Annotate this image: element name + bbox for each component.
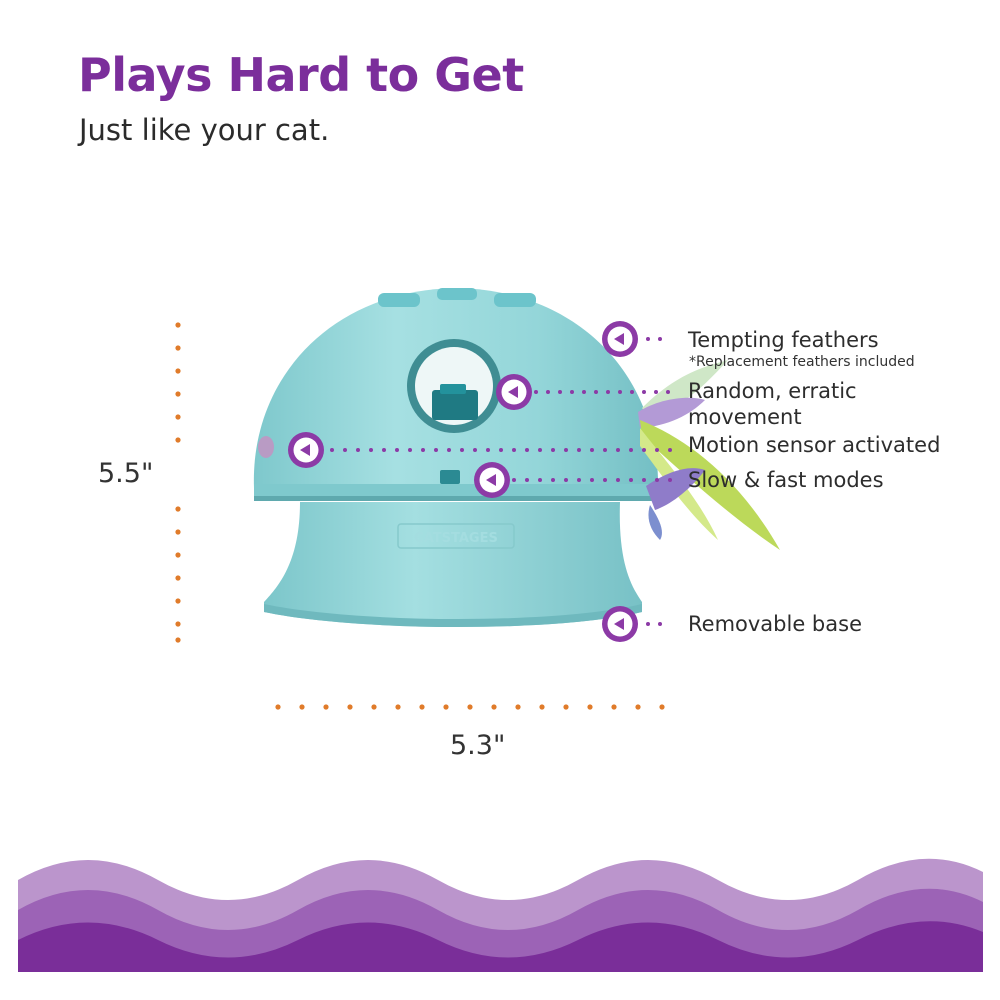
page-subtitle: Just like your cat.: [79, 113, 330, 147]
callout-marker-motion-sensor: [288, 432, 324, 468]
callout-marker-movement: [496, 374, 532, 410]
play-reverse-icon: [614, 333, 624, 345]
play-reverse-icon: [300, 444, 310, 456]
callout-leader-lines: [330, 337, 672, 626]
page-title: Plays Hard to Get: [78, 48, 524, 102]
brand-logo: CATSTAGES: [414, 531, 498, 546]
callout-modes-label: Slow & fast modes: [688, 468, 884, 492]
callout-feathers-label: Tempting feathers: [688, 328, 879, 352]
callout-feathers-note: *Replacement feathers included: [689, 354, 915, 370]
play-reverse-icon: [508, 386, 518, 398]
play-reverse-icon: [614, 618, 624, 630]
cat-toy-product: CATSTAGES: [253, 288, 780, 627]
callout-base-label: Removable base: [688, 612, 862, 636]
callout-motion-sensor-label: Motion sensor activated: [688, 433, 941, 457]
decorative-waves: [18, 858, 983, 972]
callout-marker-modes: [474, 462, 510, 498]
callout-movement-line-2: movement: [688, 405, 802, 429]
height-label: 5.5": [98, 458, 154, 489]
play-reverse-icon: [486, 474, 496, 486]
callout-movement-line-1: Random, erratic: [688, 379, 857, 403]
callout-marker-feathers: [602, 321, 638, 357]
height-dimension-line: [175, 322, 181, 643]
width-label: 5.3": [450, 730, 506, 761]
callout-movement-label: Random, erratic movement: [688, 378, 857, 430]
width-dimension-line: [275, 704, 665, 710]
callout-marker-base: [602, 606, 638, 642]
